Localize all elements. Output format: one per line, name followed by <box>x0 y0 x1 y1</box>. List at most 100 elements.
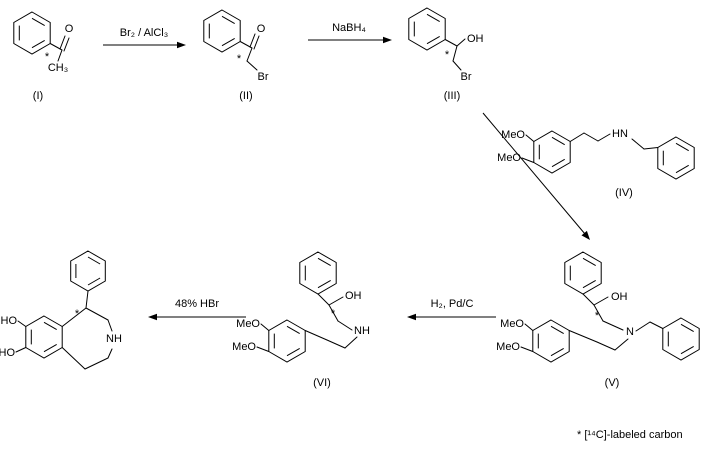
compound-V-benzyl-amino-alcohol: OH * N MeO MeO (V) <box>496 251 700 389</box>
benzene-ring-double-bond <box>426 13 440 23</box>
benzene-ring-double-bond <box>87 277 101 286</box>
atom-label-O: O <box>65 23 74 35</box>
reagent-step3: H₂, Pd/C <box>431 298 474 310</box>
bond <box>596 341 616 351</box>
dimethoxyphenyl-ring <box>532 319 570 363</box>
bond <box>304 330 328 341</box>
benzene-ring-double-bond <box>221 37 235 47</box>
compound-II-phenacyl-bromide: O * Br (II) <box>203 9 269 102</box>
bond <box>57 49 63 62</box>
bond <box>15 347 27 353</box>
benzene-ring-double-bond <box>551 158 565 168</box>
arrow-head-icon <box>407 313 416 321</box>
benzene-ring-double-bond <box>680 323 694 333</box>
reaction-arrow-2: NaBH₄ <box>308 22 392 44</box>
benzene-ring-outline <box>662 317 700 361</box>
phenyl-ring <box>13 11 51 55</box>
benzene-ring-double-bond <box>31 39 45 49</box>
benzene-ring-double-bond <box>87 256 101 265</box>
benzene-ring-outline <box>13 11 51 55</box>
compound-label-II: (II) <box>239 90 252 102</box>
compound-I-acetophenone: O CH₃ * (I) <box>13 11 74 102</box>
bond <box>107 319 113 332</box>
atom-label-O: O <box>257 23 266 35</box>
compound-label-IV: (IV) <box>615 187 633 199</box>
atom-label-MeO: MeO <box>496 341 520 353</box>
reaction-arrow-3: H₂, Pd/C <box>407 298 496 321</box>
benzyl-phenyl-ring <box>657 136 695 180</box>
bond <box>326 339 346 349</box>
carbonyl-double-bond <box>59 35 66 50</box>
catechol-ring <box>25 315 63 359</box>
bond <box>17 320 27 327</box>
arrow-head-icon <box>148 313 157 321</box>
benzene-ring-double-bond <box>551 136 565 146</box>
compound-label-VI: (VI) <box>313 377 331 389</box>
benzene-ring-double-bond <box>550 347 564 357</box>
atom-label-OH: OH <box>467 33 484 45</box>
carbonyl-double-bond <box>249 33 256 48</box>
compound-VI-amino-alcohol: OH * NH MeO MeO (VI) <box>232 251 370 389</box>
labeled-carbon-star: * <box>45 51 50 63</box>
bond <box>635 321 651 332</box>
benzene-ring-double-bond <box>675 164 689 174</box>
bond <box>444 39 458 47</box>
benzene-ring-double-bond <box>426 35 440 45</box>
bond <box>328 296 344 306</box>
bond <box>344 336 358 349</box>
atom-label-HO: HO <box>1 315 18 327</box>
bond <box>643 147 659 150</box>
benzene-ring-outline <box>408 7 446 51</box>
dimethoxyphenyl-ring <box>533 130 571 174</box>
bond <box>649 321 664 329</box>
carbonyl-double-bond <box>253 35 260 50</box>
bond <box>593 296 609 306</box>
atom-label-NH: NH <box>106 333 122 345</box>
bond <box>337 320 353 331</box>
labeled-carbon-star: * <box>331 308 336 320</box>
dimethoxyphenyl-ring <box>268 319 306 363</box>
phenyl-ring <box>299 251 337 295</box>
bond <box>452 60 462 71</box>
benzyl-phenyl-ring <box>662 317 700 361</box>
bond <box>107 348 113 359</box>
bond <box>84 357 109 370</box>
bond <box>631 138 645 150</box>
bond <box>256 346 270 352</box>
bond <box>85 307 109 321</box>
bond <box>597 133 611 142</box>
atom-label-CH3: CH₃ <box>48 62 68 74</box>
reagent-step1: Br₂ / AlCl₃ <box>120 27 168 39</box>
benzene-ring-double-bond <box>286 325 300 335</box>
labeled-carbon-star: * <box>445 49 450 61</box>
labeled-carbon-star: * <box>595 310 600 322</box>
compound-label-V: (V) <box>605 377 620 389</box>
bond <box>569 132 585 142</box>
reaction-arrow-4: 48% HBr <box>148 298 246 321</box>
bond <box>61 307 87 327</box>
atom-label-MeO: MeO <box>232 341 256 353</box>
footnote-labeled-carbon: * [¹⁴C]-labeled carbon <box>577 429 683 441</box>
bond <box>614 338 629 351</box>
compound-label-III: (III) <box>444 90 461 102</box>
atom-label-MeO: MeO <box>497 152 521 164</box>
bond <box>246 47 253 62</box>
benzene-ring-double-bond <box>582 279 596 289</box>
bond <box>568 330 598 343</box>
benzene-ring-double-bond <box>680 345 694 355</box>
bond <box>317 293 330 306</box>
reaction-arrow-diagonal <box>482 112 590 240</box>
phenyl-ring <box>70 250 106 292</box>
compound-label-I: (I) <box>33 90 43 102</box>
phenyl-ring <box>564 251 602 295</box>
arrow-head-icon <box>581 230 590 240</box>
benzene-ring-double-bond <box>317 257 331 267</box>
reaction-arrow-1: Br₂ / AlCl₃ <box>103 27 186 49</box>
reagent-step4: 48% HBr <box>175 298 219 310</box>
arrow-head-icon <box>177 41 186 49</box>
arrow-head-icon <box>383 36 392 44</box>
bond <box>583 132 599 142</box>
benzene-ring-double-bond <box>582 257 596 267</box>
bond <box>521 157 535 163</box>
